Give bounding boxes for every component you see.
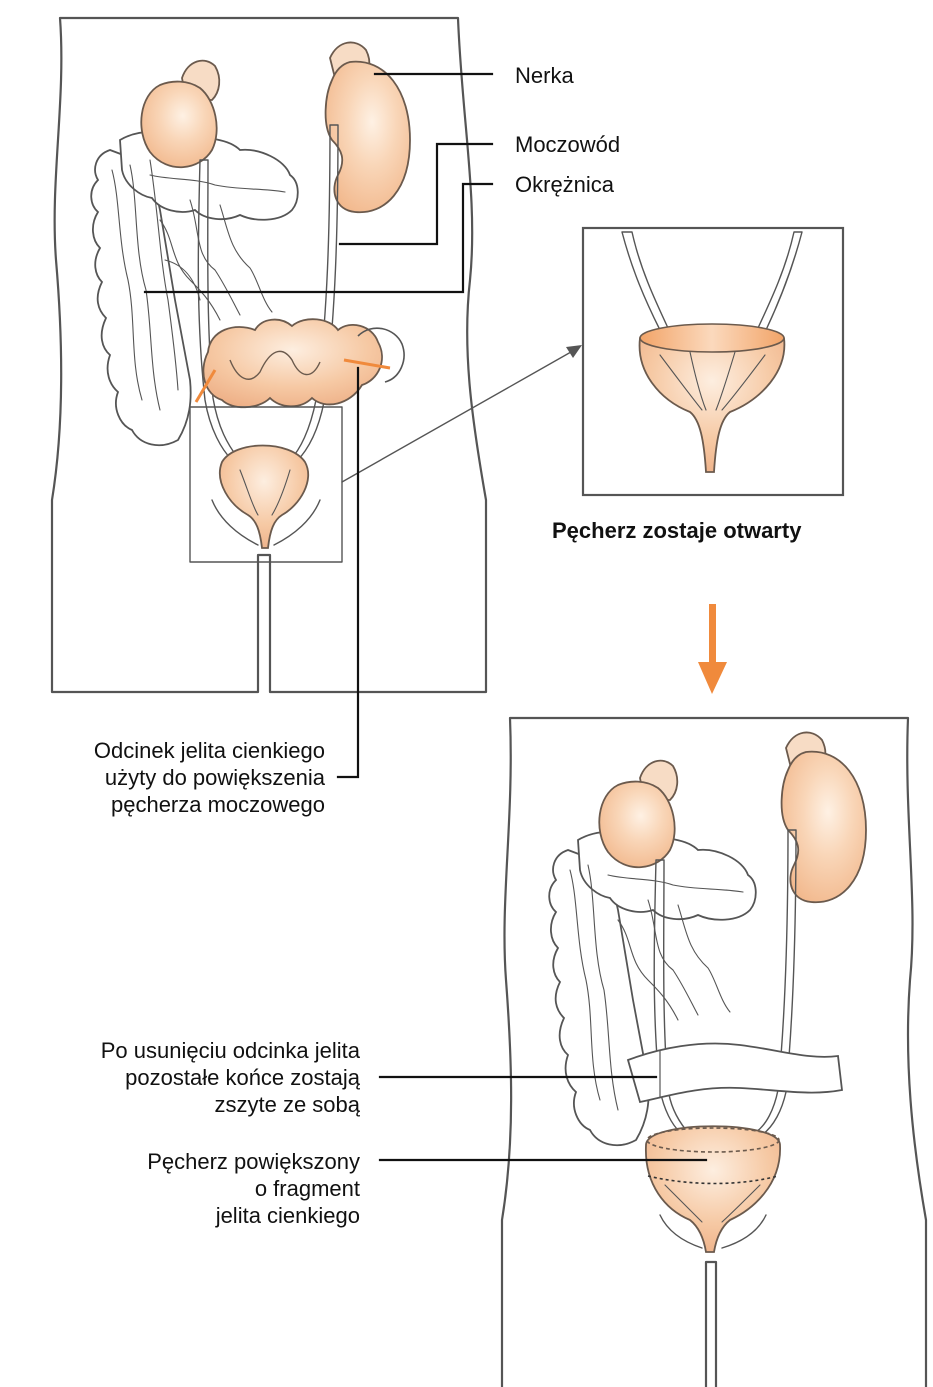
label-line: pozostałe końce zostają bbox=[101, 1064, 360, 1091]
figure-before-surgery bbox=[52, 18, 486, 692]
label-ends-sewn: Po usunięciu odcinka jelita pozostałe ko… bbox=[101, 1037, 360, 1118]
label-line: Odcinek jelita cienkiego bbox=[94, 737, 325, 764]
bladder-enlarged bbox=[646, 1126, 780, 1252]
label-line: pęcherza moczowego bbox=[94, 791, 325, 818]
label-line: Pęcherz powiększony bbox=[147, 1148, 360, 1175]
label-colon: Okrężnica bbox=[515, 171, 614, 198]
down-arrow bbox=[698, 604, 727, 694]
label-line: jelita cienkiego bbox=[147, 1202, 360, 1229]
kidney-left bbox=[141, 82, 216, 168]
ureter-right bbox=[290, 125, 338, 462]
label-line: Po usunięciu odcinka jelita bbox=[101, 1037, 360, 1064]
zoom-box-bladder-opened bbox=[583, 228, 843, 495]
label-ureter: Moczowód bbox=[515, 131, 620, 158]
label-intestine-segment: Odcinek jelita cienkiego użyty do powięk… bbox=[94, 737, 325, 818]
kidney-right-after bbox=[782, 752, 866, 903]
label-bladder-opened: Pęcherz zostaje otwarty bbox=[552, 517, 801, 544]
zoom-arrowhead bbox=[566, 345, 582, 358]
label-line: użyty do powiększenia bbox=[94, 764, 325, 791]
label-bladder-enlarged: Pęcherz powiększony o fragment jelita ci… bbox=[147, 1148, 360, 1229]
leader-intestine-segment bbox=[338, 368, 358, 777]
label-kidney: Nerka bbox=[515, 62, 574, 89]
label-line: o fragment bbox=[147, 1175, 360, 1202]
figure-after-surgery bbox=[502, 718, 926, 1387]
kidney-left-after bbox=[599, 782, 674, 868]
label-line: zszyte ze sobą bbox=[101, 1091, 360, 1118]
